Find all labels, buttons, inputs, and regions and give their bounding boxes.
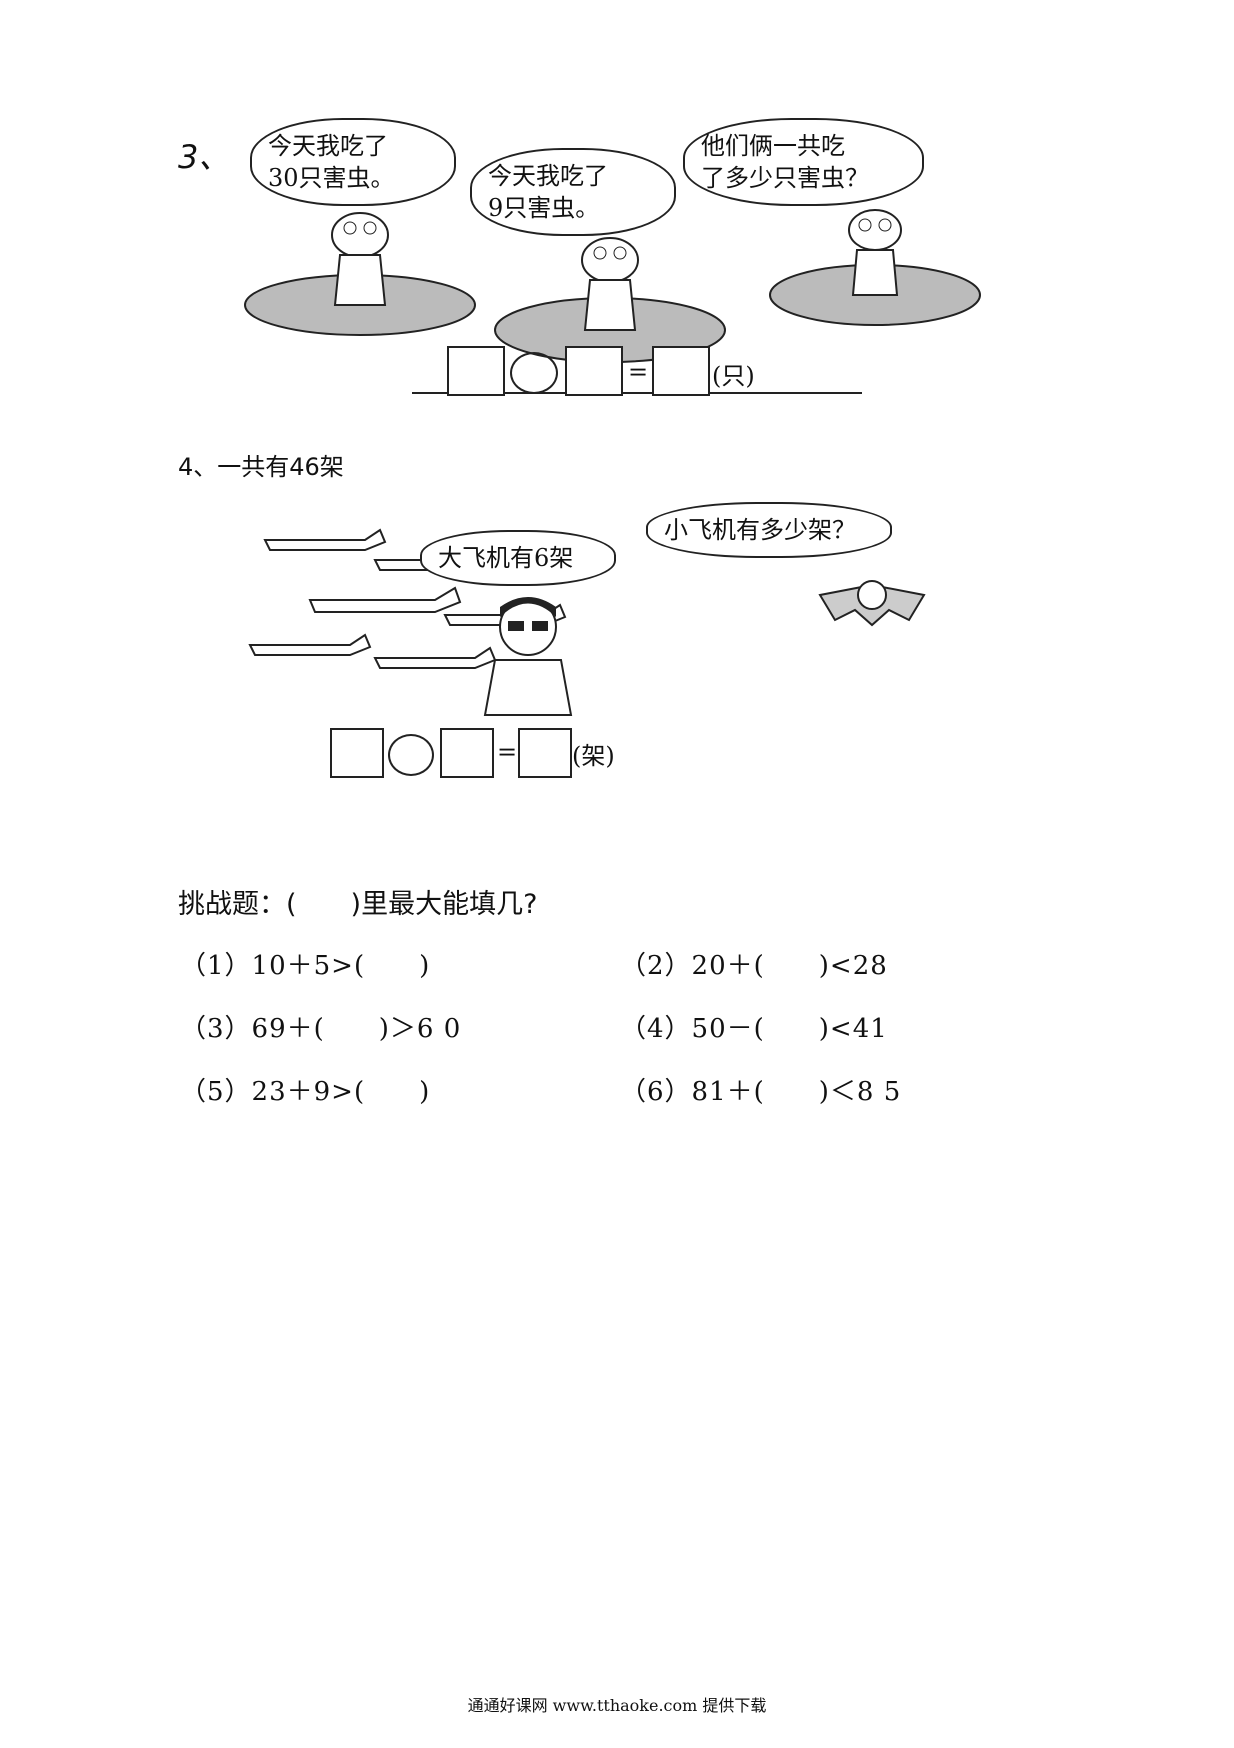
answer-box-2[interactable] [440, 728, 494, 778]
problem-4-title: 4、一共有46架 [178, 453, 344, 481]
frog-on-lily-pad-illustration [244, 212, 476, 336]
operator-circle[interactable] [510, 352, 558, 394]
challenge-title: 挑战题：( )里最大能填几? [178, 889, 538, 920]
challenge-question-6: （6）81＋( )＜8 5 [620, 1077, 902, 1107]
challenge-question-4: （4）50－( )<41 [620, 1014, 888, 1044]
equals-sign: = [497, 738, 518, 766]
operator-circle[interactable] [388, 734, 434, 776]
problem-3-number: 3、 [178, 138, 231, 176]
footer-source: 通通好课网 www.tthaoke.com 提供下载 [467, 1696, 767, 1715]
answer-box-result[interactable] [518, 728, 572, 778]
frog-1-speech-bubble: 今天我吃了 30只害虫。 [250, 118, 456, 206]
unit-label: (只) [712, 362, 755, 390]
bat-illustration [818, 580, 926, 627]
bat-speech-bubble: 小飞机有多少架？ [646, 502, 892, 558]
person-speech-bubble: 大飞机有6架 [420, 530, 616, 586]
equals-sign: = [628, 358, 649, 386]
challenge-question-3: （3）69＋( )＞6 0 [180, 1014, 462, 1044]
answer-box-result[interactable] [652, 346, 710, 396]
challenge-question-1: （1）10＋5>( ) [180, 951, 431, 981]
baseline-divider [412, 392, 862, 394]
answer-box-2[interactable] [565, 346, 623, 396]
answer-box-1[interactable] [330, 728, 384, 778]
frog-on-lily-pad-illustration [769, 209, 981, 326]
person-illustration [483, 597, 573, 716]
frog-2-speech-bubble: 今天我吃了 9只害虫。 [470, 148, 676, 236]
challenge-question-5: （5）23＋9>( ) [180, 1077, 431, 1107]
challenge-question-2: （2）20＋( )<28 [620, 951, 888, 981]
unit-label: (架) [572, 742, 615, 770]
answer-box-1[interactable] [447, 346, 505, 396]
frog-3-speech-bubble: 他们俩一共吃 了多少只害虫？ [683, 118, 924, 206]
